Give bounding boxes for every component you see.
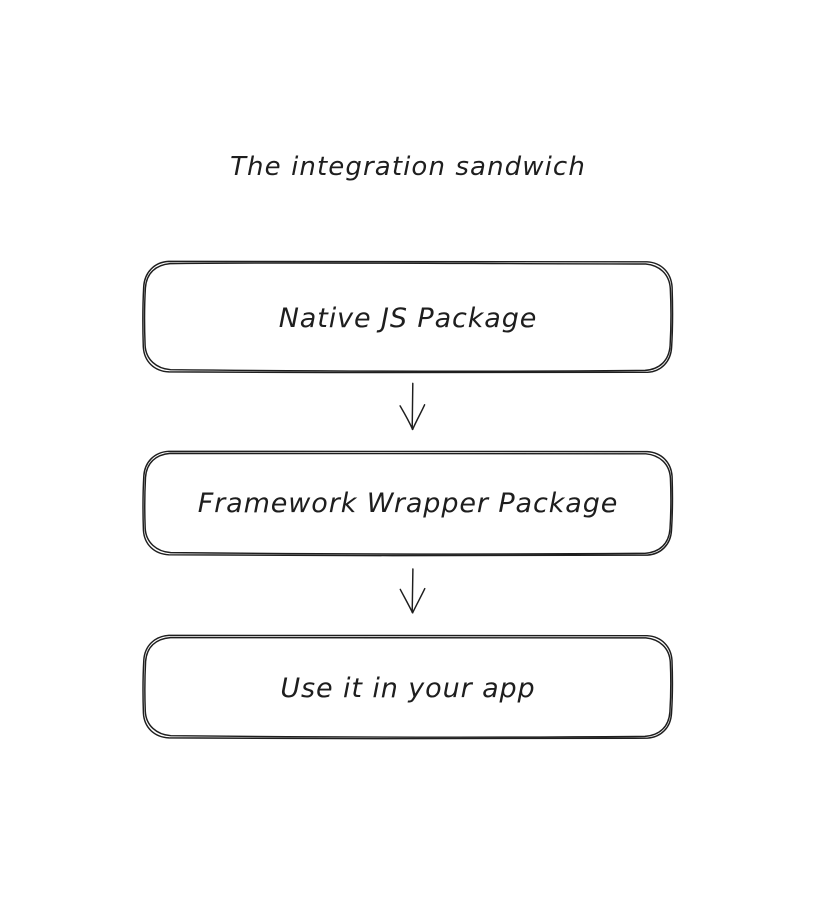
node-label-native-js-package: Native JS Package — [278, 303, 538, 334]
node-label-framework-wrapper-package: Framework Wrapper Package — [197, 488, 619, 519]
arrow-wrapper-to-app-icon — [396, 568, 432, 618]
node-label-use-it-in-your-app: Use it in your app — [280, 673, 536, 704]
arrow-native-to-wrapper-icon — [396, 382, 432, 434]
diagram-title: The integration sandwich — [230, 152, 586, 182]
